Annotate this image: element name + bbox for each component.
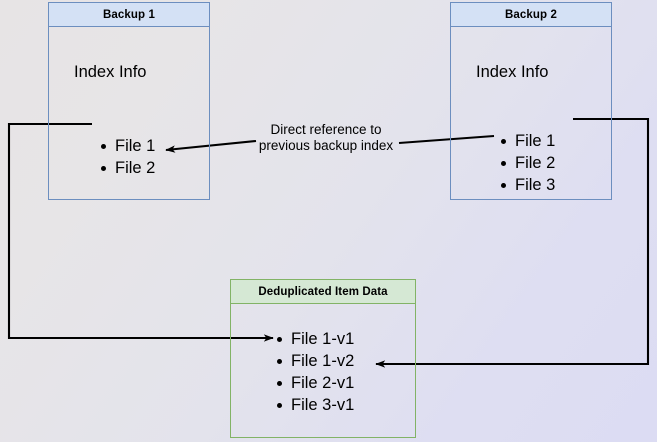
backup-1-header: Backup 1 <box>49 3 209 26</box>
list-item: File 3-v1 <box>274 394 354 416</box>
list-item: File 1-v1 <box>274 328 354 350</box>
backup-1-file-list: File 1 File 2 <box>98 135 155 179</box>
backup-2-header: Backup 2 <box>451 3 611 26</box>
backup-1-title: Backup 1 <box>103 8 155 21</box>
deduplicated-item-data-body: File 1-v1 File 1-v2 File 2-v1 File 3-v1 <box>231 303 415 437</box>
deduplicated-item-data-title: Deduplicated Item Data <box>258 285 388 298</box>
list-item: File 3 <box>498 174 555 196</box>
list-item: File 2 <box>98 157 155 179</box>
backup-2-body: Index Info File 1 File 2 File 3 <box>451 26 611 199</box>
backup-1-body: Index Info File 1 File 2 <box>49 26 209 199</box>
direct-reference-label: Direct reference to previous backup inde… <box>258 122 394 153</box>
backup-2-file-list: File 1 File 2 File 3 <box>498 130 555 196</box>
backup-2-box[interactable]: Backup 2 Index Info File 1 File 2 File 3 <box>450 2 612 200</box>
deduplicated-item-data-box[interactable]: Deduplicated Item Data File 1-v1 File 1-… <box>230 279 416 438</box>
list-item: File 1 <box>98 135 155 157</box>
list-item: File 1 <box>498 130 555 152</box>
backup-1-box[interactable]: Backup 1 Index Info File 1 File 2 <box>48 2 210 200</box>
backup-2-index-label: Index Info <box>476 63 549 81</box>
list-item: File 1-v2 <box>274 350 354 372</box>
list-item: File 2 <box>498 152 555 174</box>
deduplicated-item-data-header: Deduplicated Item Data <box>231 280 415 303</box>
list-item: File 2-v1 <box>274 372 354 394</box>
deduplicated-file-list: File 1-v1 File 1-v2 File 2-v1 File 3-v1 <box>274 328 354 416</box>
backup-2-title: Backup 2 <box>505 8 557 21</box>
backup-1-index-label: Index Info <box>74 63 147 81</box>
